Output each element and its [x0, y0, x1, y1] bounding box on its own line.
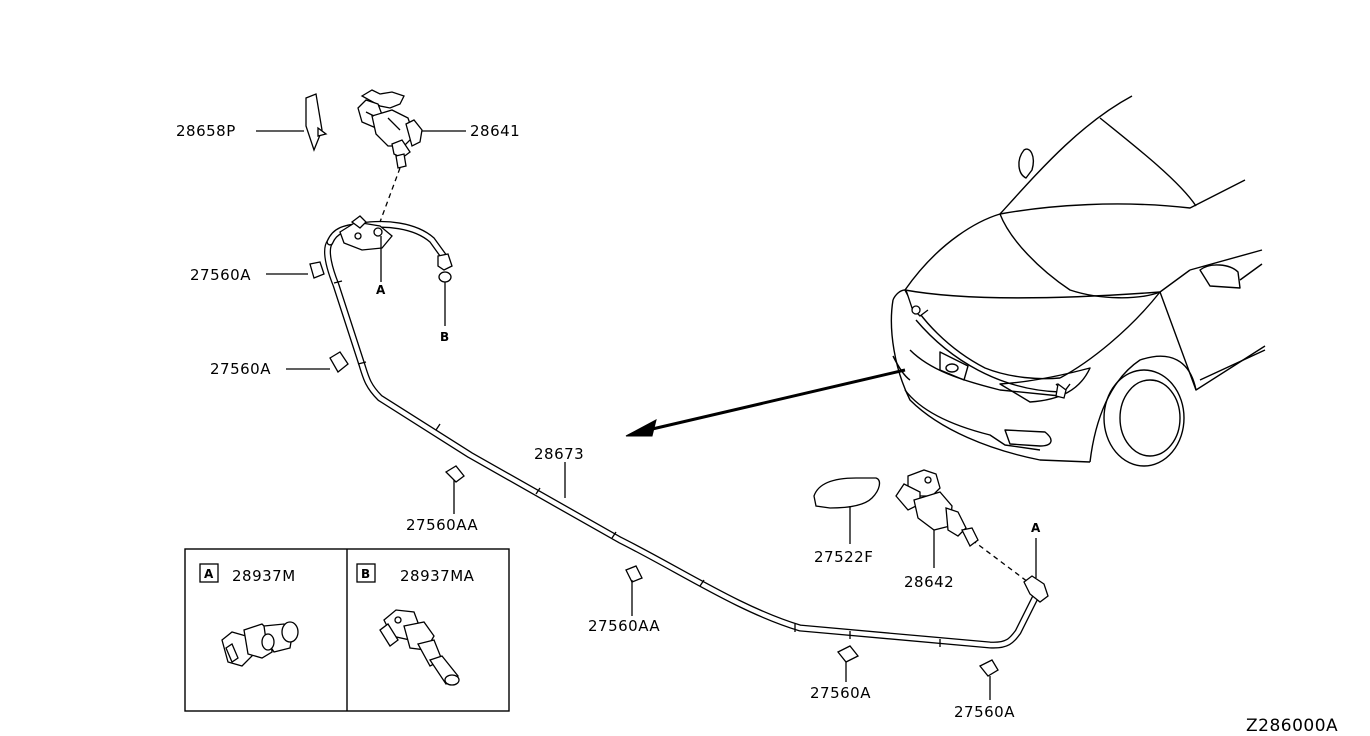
label-27560A-4: 27560A — [954, 703, 1015, 721]
inset-b-part: 28937MA — [400, 567, 475, 585]
inset-a-part: 28937M — [232, 567, 296, 585]
nozzle-28641 — [357, 89, 466, 223]
clip-27560AA-2 — [625, 565, 643, 616]
nozzle-28642 — [895, 469, 979, 568]
label-28641: 28641 — [470, 122, 520, 140]
inset-panel-b: B 28937MA — [356, 563, 475, 686]
inset-b-ref: B — [361, 567, 370, 581]
clip-27560AA-1 — [444, 465, 465, 514]
label-27560AA-2: 27560AA — [588, 617, 660, 635]
cover-27522F — [813, 477, 881, 544]
clip-27560A-1 — [266, 261, 325, 279]
label-28658P: 28658P — [176, 122, 236, 140]
cover-28658P — [256, 93, 328, 152]
direction-arrow — [625, 368, 906, 437]
label-27560A-3: 27560A — [810, 684, 871, 702]
right-end-connector — [971, 538, 1049, 603]
ref-B-top: B — [440, 330, 449, 344]
ref-box-b — [356, 563, 376, 583]
label-27560A-1: 27560A — [190, 266, 251, 284]
b-end-connector — [437, 253, 453, 326]
inset-panel-a: A 28937M — [199, 563, 299, 667]
ref-A-top: A — [376, 283, 386, 297]
diagram-code: Z286000A — [1246, 716, 1338, 736]
washer-hose-28673 — [324, 238, 1042, 649]
label-28642: 28642 — [904, 573, 954, 591]
clip-27560A-2 — [286, 351, 349, 373]
vehicle-illustration — [890, 95, 1266, 467]
inset-a-ref: A — [204, 567, 214, 581]
ref-A-right: A — [1031, 521, 1041, 535]
label-27522F: 27522F — [814, 548, 873, 566]
label-27560A-2: 27560A — [210, 360, 271, 378]
label-27560AA-1: 27560AA — [406, 516, 478, 534]
clip-27560A-4 — [978, 659, 999, 700]
clip-27560A-3 — [836, 645, 860, 682]
top-connector — [339, 215, 393, 282]
label-28673: 28673 — [534, 445, 584, 463]
ref-box-a — [199, 563, 219, 583]
